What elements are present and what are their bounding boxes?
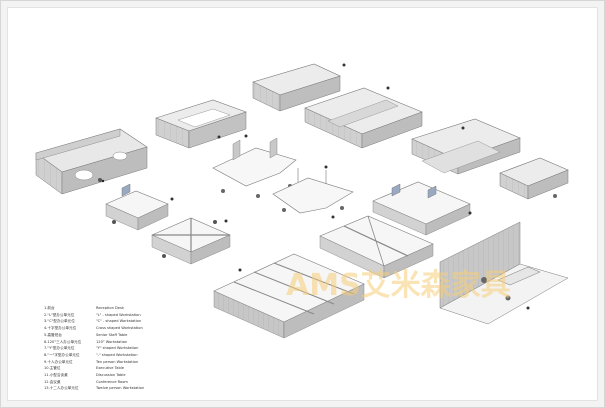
y-shaped-workstation-unit [272, 165, 354, 214]
legend-label-en: Senior Staff Table [96, 332, 128, 337]
legend-label-cn: 4.十字型办公单元位 [44, 326, 77, 331]
legend-label-cn: 12.会议桌 [44, 379, 61, 384]
legend-label-en: Discussion Table [96, 373, 126, 378]
legend-label-en: Conference Room [96, 379, 128, 384]
legend-row: 2."L"型办公单元位 "L" - shaped Workstation [44, 312, 244, 319]
legend-label-en: "C" - shaped Workstation [96, 319, 142, 324]
legend-label-en: Ten person Workstation [96, 359, 139, 364]
legend-label-cn: 3."C"型办公单元位 [44, 319, 75, 324]
product-legend: 1.前台 Reception Desk 2."L"型办公单元位 "L" - shape… [44, 305, 244, 392]
legend-label-en: Cross shaped Workstation [96, 326, 143, 331]
legend-row: 13.十二人办公单元位 Twelve person Workstation [44, 385, 244, 392]
legend-label-en: "L" - shaped Workstation [96, 312, 141, 317]
workstation-cluster-unit [319, 215, 434, 279]
legend-row: 11.小型洽谈桌 Discussion Table [44, 372, 244, 379]
legend-label-en: Executive Table [96, 366, 124, 371]
legend-row: 5.高管班台 Senior Staff Table [44, 332, 244, 339]
legend-label-cn: 11.小型洽谈桌 [44, 373, 68, 378]
legend-label-cn: 2."L"型办公单元位 [44, 312, 75, 317]
twelve-person-workstation-unit [252, 63, 346, 112]
legend-label-cn: 7."Y"型办公单元位 [44, 346, 75, 351]
legend-row: 6.120°三人办公单元位 120° Workstation [44, 339, 244, 346]
ten-person-workstation-unit [411, 118, 521, 175]
legend-label-cn: 6.120°三人办公单元位 [44, 339, 82, 344]
c-shaped-workstation-unit [372, 181, 472, 236]
glass-office-unit [439, 221, 569, 325]
legend-label-en: Reception Desk [96, 306, 124, 310]
legend-row: 9.十人办公单元位 Ten person Workstation [44, 359, 244, 366]
legend-label-cn: 9.十人办公单元位 [44, 359, 73, 364]
reception-desk-unit [35, 128, 148, 195]
senior-staff-table-unit [499, 157, 569, 200]
legend-label-cn: 10.主管位 [44, 366, 61, 371]
legend-label-cn: 8."一"字型办公单元位 [44, 352, 80, 357]
legend-label-en: Twelve person Workstation [96, 386, 145, 391]
legend-label-en: "-" shaped Workstation [96, 352, 138, 357]
legend-label-en: 120° Workstation [96, 339, 128, 344]
legend-label-en: "Y" shaped Workstation [96, 346, 139, 351]
legend-label-cn: 5.高管班台 [44, 332, 62, 337]
brand-watermark: AMS艾米森家具 [286, 268, 511, 303]
legend-row: 10.主管位 Executive Table [44, 365, 244, 372]
legend-row: 12.会议桌 Conference Room [44, 379, 244, 386]
furniture-illustration [35, 63, 569, 339]
legend-row: 1.前台 Reception Desk [44, 305, 244, 312]
legend-label-cn: 1.前台 [44, 306, 55, 310]
linear-workstation-unit [213, 253, 365, 339]
conference-room-unit [155, 99, 247, 149]
120-degree-workstation-unit [212, 134, 297, 198]
executive-workstation-unit [304, 86, 423, 149]
l-shaped-workstation-unit [105, 183, 174, 231]
cross-shaped-workstation-unit [151, 217, 231, 265]
legend-row: 3."C"型办公单元位 "C" - shaped Workstation [44, 318, 244, 325]
legend-row: 8."一"字型办公单元位 "-" shaped Workstation [44, 352, 244, 359]
legend-row: 4.十字型办公单元位 Cross shaped Workstation [44, 325, 244, 332]
catalog-sheet: 1.前台 Reception Desk 2."L"型办公单元位 "L" - shape… [7, 7, 598, 401]
legend-label-cn: 13.十二人办公单元位 [44, 386, 79, 391]
legend-row: 7."Y"型办公单元位 "Y" shaped Workstation [44, 345, 244, 352]
